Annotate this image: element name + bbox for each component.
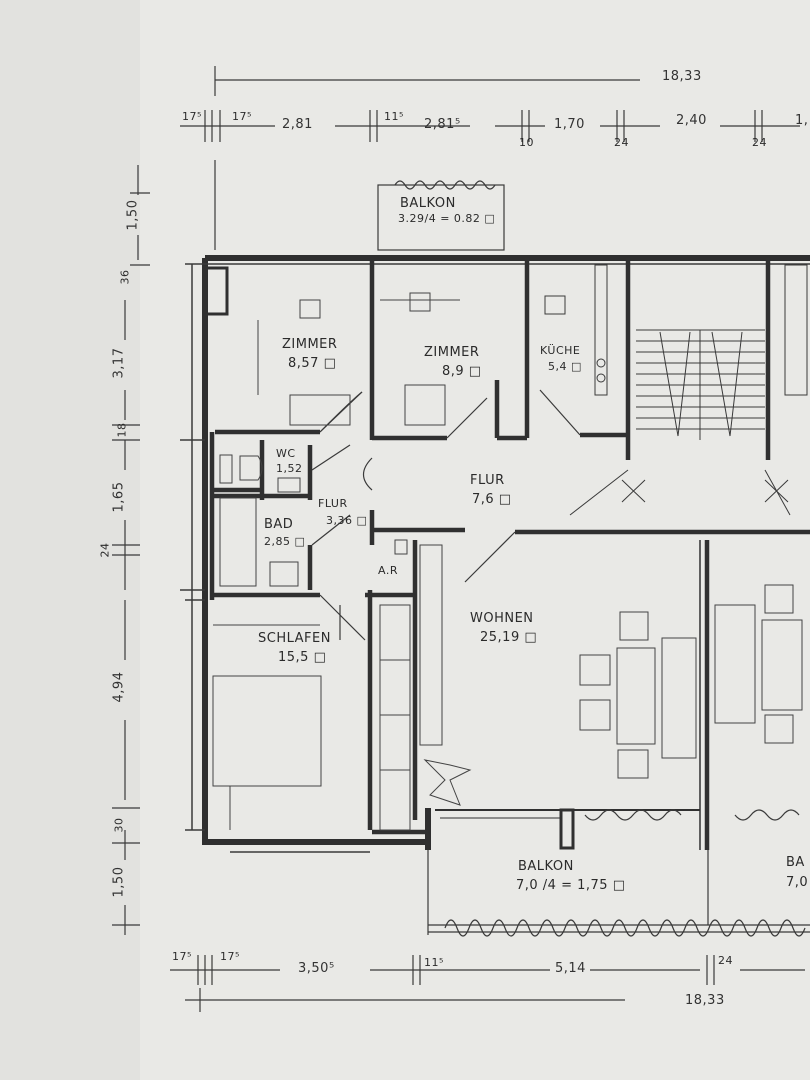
- dim-left-5: 1,65: [111, 481, 127, 513]
- room-name-flur-main: FLUR: [470, 473, 505, 488]
- room-name-balkon-top: BALKON: [400, 196, 456, 211]
- room-name-wc: WC: [276, 447, 296, 460]
- dim-bottom-seg-2: 17⁵: [220, 950, 240, 963]
- dim-top-seg-9: 2,40: [676, 113, 707, 128]
- dim-top-seg-3: 2,81: [282, 117, 313, 132]
- room-name-balkon-cut: BA: [786, 855, 805, 870]
- room-area-wc: 1,52: [276, 462, 303, 475]
- dim-left-6: 24: [98, 542, 112, 558]
- room-name-wohnen: WOHNEN: [470, 611, 534, 626]
- room-name-abstellraum: A.R: [378, 564, 398, 577]
- room-name-schlafen: SCHLAFEN: [258, 631, 331, 646]
- dim-top-seg-4: 11⁵: [384, 110, 404, 123]
- dim-top-seg-7: 1,70: [554, 117, 585, 132]
- dim-left-7: 4,94: [111, 671, 127, 703]
- room-area-balkon-cut: 7,0: [786, 875, 809, 890]
- room-name-flur-small: FLUR: [318, 497, 348, 510]
- dimension-lines: [112, 66, 805, 1012]
- balconies: [377, 180, 810, 937]
- room-area-wohnen: 25,19 □: [480, 630, 538, 645]
- dim-top-seg-11: 1,: [795, 113, 809, 128]
- dim-left-4: 18: [115, 422, 129, 438]
- room-name-zimmer-1: ZIMMER: [282, 337, 338, 352]
- room-area-bad: 2,85 □: [264, 535, 306, 548]
- room-name-bad: BAD: [264, 517, 294, 532]
- room-area-zimmer-1: 8,57 □: [288, 356, 337, 371]
- dim-bottom-seg-4: 11⁵: [424, 956, 444, 969]
- dim-bottom-seg-3: 3,50⁵: [298, 961, 335, 976]
- dim-top-seg-10: 24: [752, 136, 767, 149]
- dim-left-1: 1,50: [125, 199, 141, 231]
- dim-top-total: 18,33: [662, 69, 702, 84]
- dim-bottom-seg-5: 5,14: [555, 961, 586, 976]
- dim-left-8: 30: [112, 817, 126, 833]
- outer-walls-thin: [180, 263, 810, 853]
- furniture: [212, 292, 803, 831]
- dim-left-3: 3,17: [111, 347, 127, 379]
- dim-top-seg-5: 2,81⁵: [424, 117, 461, 132]
- room-area-kueche: 5,4 □: [548, 360, 582, 373]
- room-name-balkon-bottom: BALKON: [518, 859, 574, 874]
- door-swings: [311, 389, 581, 641]
- room-area-flur-small: 3,36 □: [326, 514, 368, 527]
- dim-left-2: 36: [118, 269, 132, 285]
- dim-top-seg-8: 24: [614, 136, 629, 149]
- room-name-kueche: KÜCHE: [540, 344, 581, 357]
- dim-bottom-total: 18,33: [685, 993, 725, 1008]
- dim-top-seg-6: 10: [519, 136, 534, 149]
- room-area-balkon-bottom: 7,0 /4 = 1,75 □: [516, 878, 626, 893]
- outer-walls: [202, 255, 810, 850]
- dim-top-seg-1: 17⁵: [182, 110, 202, 123]
- room-area-balkon-top: 3.29/4 = 0.82 □: [398, 212, 496, 225]
- staircase: [569, 329, 791, 516]
- dim-left-9: 1,50: [111, 866, 127, 898]
- dim-bottom-seg-1: 17⁵: [172, 950, 192, 963]
- kitchen-counters: [544, 264, 808, 396]
- dim-bottom-seg-6: 24: [718, 954, 733, 967]
- room-area-zimmer-2: 8,9 □: [442, 364, 482, 379]
- room-area-schlafen: 15,5 □: [278, 650, 327, 665]
- room-area-flur-main: 7,6 □: [472, 492, 512, 507]
- dim-top-seg-2: 17⁵: [232, 110, 252, 123]
- inner-walls: [203, 258, 810, 850]
- room-name-zimmer-2: ZIMMER: [424, 345, 480, 360]
